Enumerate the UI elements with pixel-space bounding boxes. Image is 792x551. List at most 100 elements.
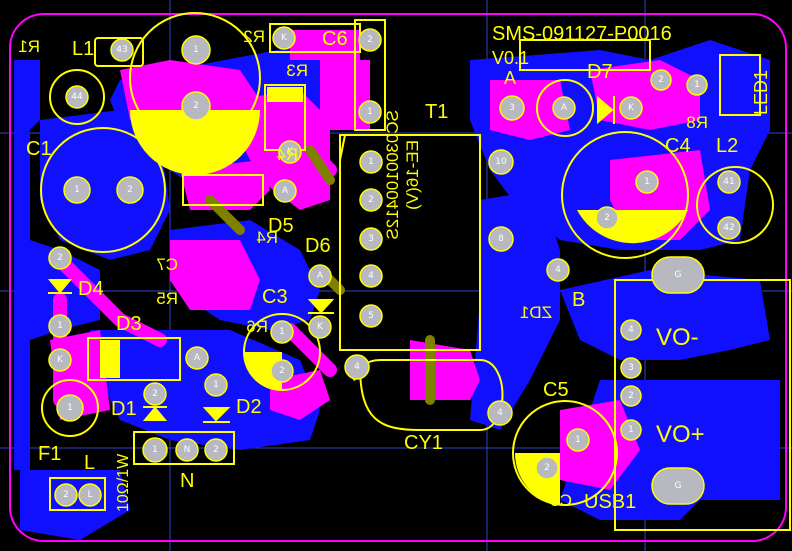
pad-label: 1	[213, 380, 219, 390]
label-d2: D2	[236, 396, 262, 418]
label-a-top: A	[504, 68, 516, 88]
pad-t1-1: 1	[359, 150, 383, 174]
pad-l1-44: 44	[65, 85, 89, 109]
pad-label: 8	[498, 234, 504, 244]
pad-usb-2: 2	[620, 385, 642, 407]
pad-label: 42	[723, 223, 734, 233]
pad-d3-a: A	[185, 346, 209, 370]
label-l: L	[84, 452, 95, 474]
pad-label: 4	[354, 362, 360, 372]
pad-label: 2	[57, 253, 63, 263]
label-c7: C7	[156, 255, 178, 274]
pad-label: N	[184, 445, 191, 455]
pad-l2-41: 41	[717, 170, 741, 194]
pad-label: 2	[279, 366, 285, 376]
pad-label: 1	[694, 80, 700, 90]
pad-led1-1: 1	[686, 74, 708, 96]
pad-label: 2	[658, 75, 664, 85]
t1-outline	[339, 134, 481, 351]
l1-outline	[94, 37, 144, 67]
label-r5: R5	[156, 289, 178, 308]
pad-c5-2: 2	[535, 456, 559, 480]
board-title: SMS-091127-P0016	[492, 23, 672, 45]
pad-c4-1: 1	[635, 170, 659, 194]
label-c3: C3	[262, 286, 288, 308]
label-vo-plus: VO+	[656, 421, 705, 448]
pad-label: 1	[628, 425, 634, 435]
pad-label: 1	[74, 185, 80, 195]
pad-label: G	[675, 270, 682, 280]
pad-label: K	[57, 355, 64, 365]
label-d3: D3	[116, 313, 142, 335]
label-c2: C2	[184, 149, 210, 171]
pad-usb-1: 1	[620, 419, 642, 441]
pad-d2-2: 2	[204, 438, 228, 462]
pad-label: 2	[367, 35, 373, 45]
pad-t1-2: 2	[359, 188, 383, 212]
pad-d1-1: 1	[142, 437, 168, 463]
pad-c6-2: 2	[358, 28, 382, 52]
pad-d6-k: K	[308, 315, 332, 339]
c3-polarity	[244, 352, 282, 390]
pad-cy1-4b: 4	[487, 400, 513, 426]
pad-t1-3: 3	[359, 227, 383, 251]
label-l2: L2	[716, 135, 738, 157]
pad-label: 2	[152, 389, 158, 399]
d7-rect	[519, 39, 651, 71]
label-t1: T1	[425, 101, 448, 123]
label-r6: R6	[246, 317, 268, 336]
board-version: V0.1	[492, 48, 529, 68]
silkscreen-labels: SMS-091127-P0016 V0.1 L1 R1 R2 C6 R3 C1 …	[18, 23, 771, 513]
pad-usb-g1: G	[651, 256, 705, 294]
pad-label: 4	[368, 271, 374, 281]
pad-zd1-4: 4	[546, 258, 570, 282]
pad-d7-k: K	[619, 96, 643, 120]
pad-label: A	[194, 353, 201, 363]
pad-label: K	[287, 147, 294, 157]
pad-l1-43: 43	[110, 38, 134, 62]
pad-label: K	[317, 322, 324, 332]
pad-c6-1: 1	[358, 100, 382, 124]
pad-d7-a: A	[552, 96, 576, 120]
pad-label: 1	[279, 327, 285, 337]
d1-symbol	[142, 406, 168, 421]
label-b: B	[572, 289, 585, 311]
pad-d5-a: A	[273, 179, 297, 203]
pad-label: A	[561, 103, 568, 113]
pad-l2-42: 42	[717, 216, 741, 240]
c2-outline	[182, 174, 264, 206]
c5-outline	[512, 400, 618, 506]
label-l1: L1	[72, 38, 94, 60]
label-r4: R4	[276, 145, 298, 164]
label-d5: D5	[268, 215, 294, 237]
d4-symbol	[47, 279, 73, 294]
label-c6: C6	[322, 28, 348, 50]
pad-label: 44	[71, 92, 83, 102]
pad-label: 2	[213, 445, 219, 455]
label-t1-part: EE-16(V)	[403, 140, 422, 210]
pad-d4-2: 2	[48, 246, 72, 270]
d2-symbol	[202, 407, 231, 422]
pad-usb-3: 3	[620, 357, 642, 379]
label-d7: D7	[587, 61, 613, 83]
pad-d6-a: A	[308, 264, 332, 288]
label-zd1: ZD1	[520, 303, 552, 322]
pad-l-2: 2	[54, 483, 78, 507]
label-c5: C5	[543, 379, 569, 401]
label-led1: LED1	[751, 70, 771, 115]
label-r2: R2	[243, 27, 265, 46]
pad-r2-1: 1	[181, 35, 211, 65]
led1-outline	[719, 54, 761, 116]
pad-label: 2	[63, 490, 69, 500]
pad-d5-k: K	[278, 140, 302, 164]
pad-label: 4	[497, 408, 503, 418]
pad-label: 2	[127, 185, 133, 195]
pad-label: K	[628, 103, 635, 113]
pad-label: 2	[368, 195, 374, 205]
label-r4b: R4	[256, 228, 278, 247]
pad-c5-1: 1	[566, 428, 590, 452]
c6-cap-body	[354, 19, 386, 131]
f1-outline	[41, 379, 99, 437]
pad-label: 10	[495, 157, 507, 167]
